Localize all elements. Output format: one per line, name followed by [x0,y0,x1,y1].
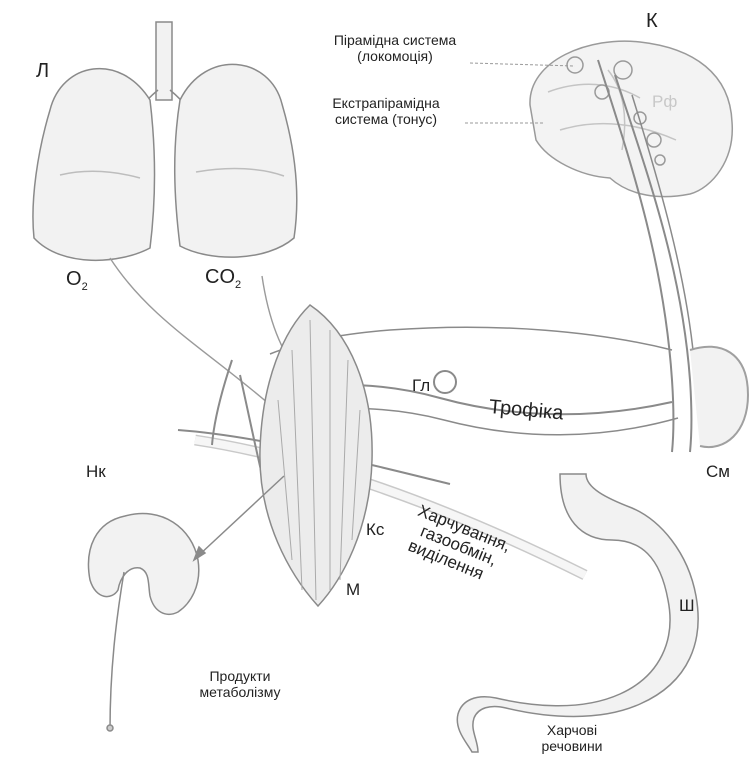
pyramidal-line-1: Пірамідна система [316,32,474,48]
brain-label: К [646,10,658,33]
lungs-illustration [33,22,297,260]
stomach-label: Ш [679,596,695,616]
metabolism-line-1: Продукти [180,668,300,684]
carbon-dioxide-base: CO [205,266,235,288]
carbon-dioxide-subscript: 2 [235,279,241,291]
pyramidal-line-2: (локомоція) [316,48,474,64]
metabolism-products-label: Продукти метаболізму [180,668,300,700]
carbon-dioxide-label: CO2 [205,266,241,289]
extrapyramidal-system-label: Екстрапірамідна система (тонус) [305,95,467,127]
muscle-label: М [346,580,360,600]
oxygen-base: O [66,268,82,290]
metabolism-line-2: метаболізму [180,684,300,700]
food-line-2: речовини [522,738,622,754]
extrapyramidal-line-1: Екстрапірамідна [305,95,467,111]
blood-vessels-label: Кс [366,520,384,540]
oxygen-label: O2 [66,268,88,291]
spinal-cord-label: См [706,462,730,482]
pyramidal-system-label: Пірамідна система (локомоція) [316,32,474,64]
oxygen-subscript: 2 [82,281,88,293]
food-substances-label: Харчові речовини [522,722,622,754]
reticular-formation-label: Рф [652,92,677,112]
kidney-label: Нк [86,462,106,482]
extrapyramidal-line-2: система (тонус) [305,111,467,127]
stomach-illustration [457,474,698,752]
brain-illustration [530,41,732,197]
food-line-1: Харчові [522,722,622,738]
lungs-label: Л [36,60,49,83]
muscle-illustration [260,305,372,606]
blood-vessels-illustration [178,360,585,575]
ganglion-label: Гл [412,376,430,396]
